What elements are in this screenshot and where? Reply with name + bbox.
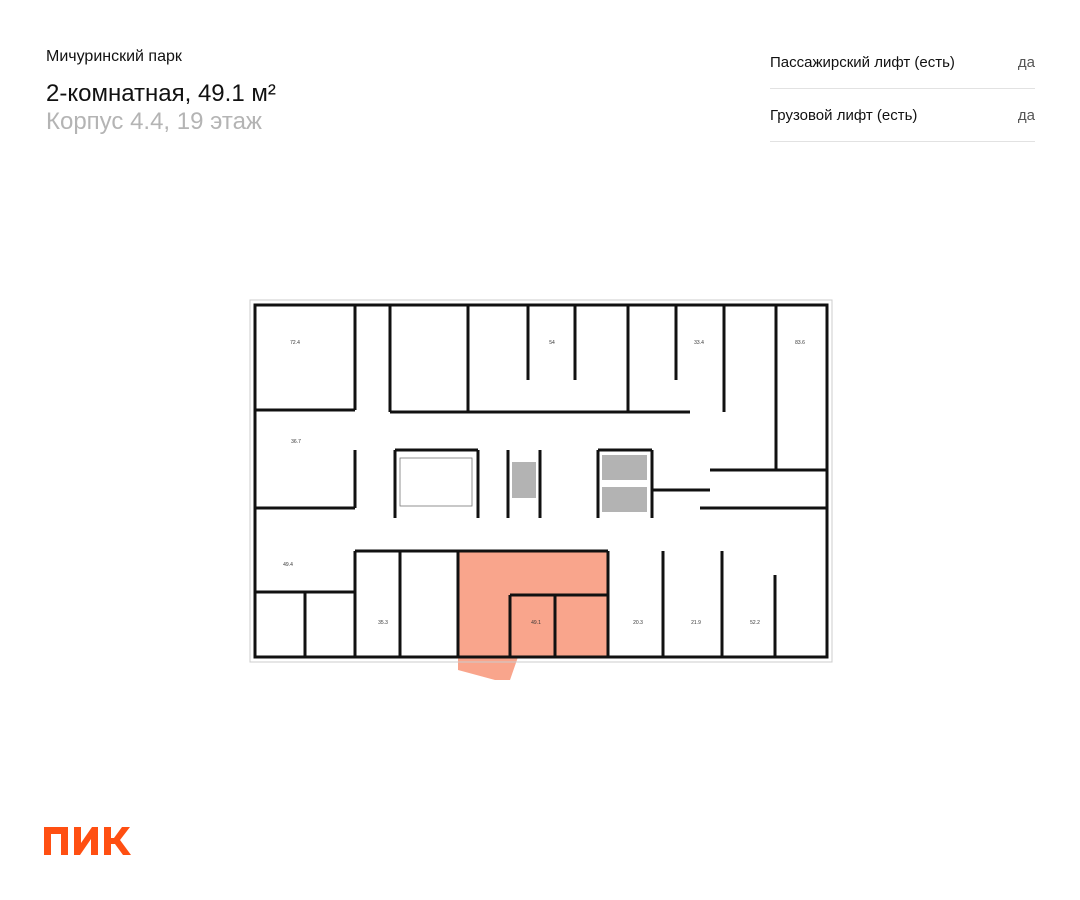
area-label: 49.1 (531, 620, 541, 626)
area-label: 72.4 (290, 340, 300, 346)
area-label: 35.3 (378, 620, 388, 626)
apartment-area-labels: 72.4 54 33.4 83.6 36.7 49.4 35.3 49.1 20… (283, 340, 805, 626)
area-label: 52.2 (750, 620, 760, 626)
area-label: 33.4 (694, 340, 704, 346)
area-label: 49.4 (283, 562, 293, 568)
property-value: да (1017, 53, 1035, 71)
area-label: 21.9 (691, 620, 701, 626)
property-passenger-lift: Пассажирский лифт (есть) да (770, 36, 1035, 89)
property-freight-lift: Грузовой лифт (есть) да (770, 89, 1035, 142)
area-label: 83.6 (795, 340, 805, 346)
pik-logo (44, 827, 131, 855)
project-name: Мичуринский парк (46, 48, 182, 65)
property-label: Пассажирский лифт (есть) (770, 53, 955, 71)
properties-list: Пассажирский лифт (есть) да Грузовой лиф… (770, 36, 1035, 142)
area-label: 36.7 (291, 439, 301, 445)
walls (253, 303, 829, 659)
property-value: да (1017, 106, 1035, 124)
floor-plan: 72.4 54 33.4 83.6 36.7 49.4 35.3 49.1 20… (249, 299, 833, 680)
selected-apartment[interactable] (458, 551, 608, 680)
area-label: 54 (549, 340, 555, 346)
property-label: Грузовой лифт (есть) (770, 106, 918, 124)
apartment-title: 2-комнатная, 49.1 м² (46, 80, 276, 107)
building-floor: Корпус 4.4, 19 этаж (46, 108, 262, 135)
area-label: 20.3 (633, 620, 643, 626)
